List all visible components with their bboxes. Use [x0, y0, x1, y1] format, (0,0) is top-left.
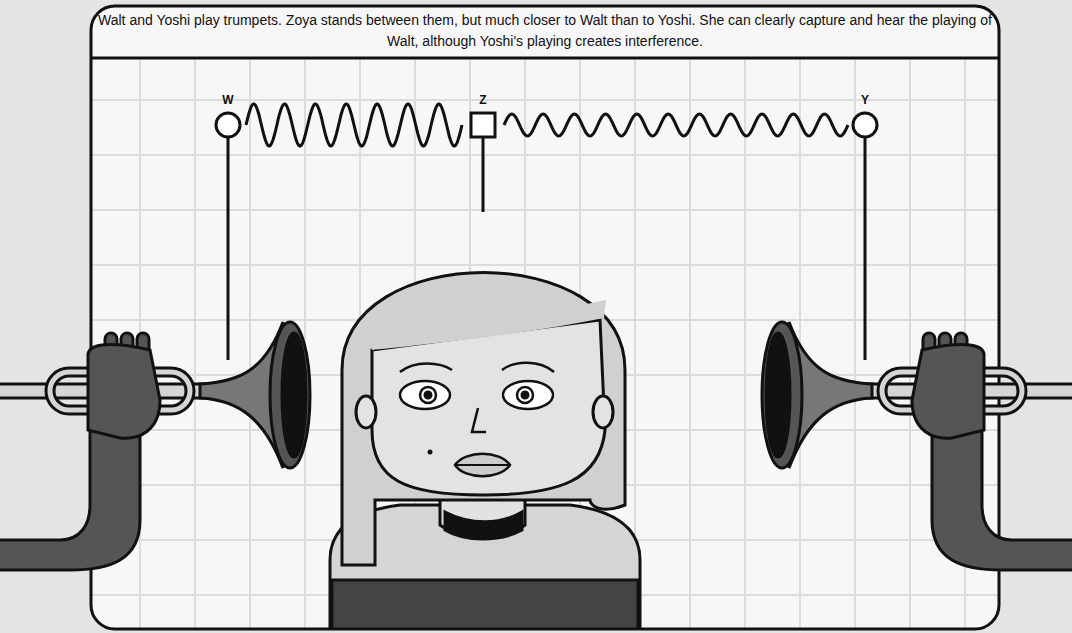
caption-heading: Walt and Yoshi play trumpets. Zoya stand…: [95, 10, 995, 52]
point-label: Z: [473, 93, 493, 107]
point-label: Y: [855, 93, 875, 107]
zoya: [330, 273, 640, 630]
header-rule: [91, 57, 999, 60]
grid: [91, 60, 999, 629]
point-label: W: [218, 93, 238, 107]
sound-waves: [216, 104, 877, 360]
trumpet-walt: [0, 322, 310, 570]
trumpet-yoshi: [762, 322, 1072, 570]
